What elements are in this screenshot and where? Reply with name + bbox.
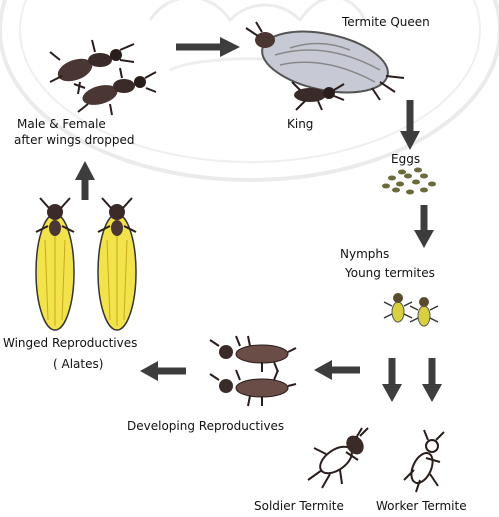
winged-alate-right-illustration: [98, 198, 136, 330]
alates-label: ( Alates): [53, 357, 103, 372]
arrow-to-winged: [140, 361, 186, 381]
arrow-to-queen: [176, 37, 240, 57]
developing-reproductives-illustration: [210, 336, 296, 406]
termite-queen-label: Termite Queen: [342, 15, 430, 30]
arrow-to-soldier: [382, 358, 402, 402]
king-label: King: [287, 117, 313, 132]
soldier-termite-label: Soldier Termite: [254, 499, 344, 514]
soldier-termite-illustration: [308, 428, 368, 488]
young-termites-label: Young termites: [345, 266, 435, 281]
male-female-termites-illustration: [50, 40, 156, 115]
winged-alate-left-illustration: [36, 198, 74, 330]
arrow-to-male-female: [75, 161, 95, 200]
developing-reproductives-label: Developing Reproductives: [127, 419, 284, 434]
arrow-to-developing: [314, 360, 360, 380]
eggs-label: Eggs: [391, 152, 420, 167]
worker-termite-illustration: [404, 430, 444, 492]
nymphs-illustration: [384, 293, 438, 326]
eggs-illustration: [382, 168, 436, 195]
male-female-label-line1: Male & Female: [17, 117, 106, 132]
male-female-label-line2: after wings dropped: [14, 133, 135, 148]
arrow-to-nymphs: [414, 205, 434, 248]
nymphs-label: Nymphs: [340, 247, 389, 262]
arrow-to-worker: [422, 358, 442, 402]
worker-termite-label: Worker Termite: [376, 499, 467, 514]
winged-reproductives-label: Winged Reproductives: [3, 336, 137, 351]
